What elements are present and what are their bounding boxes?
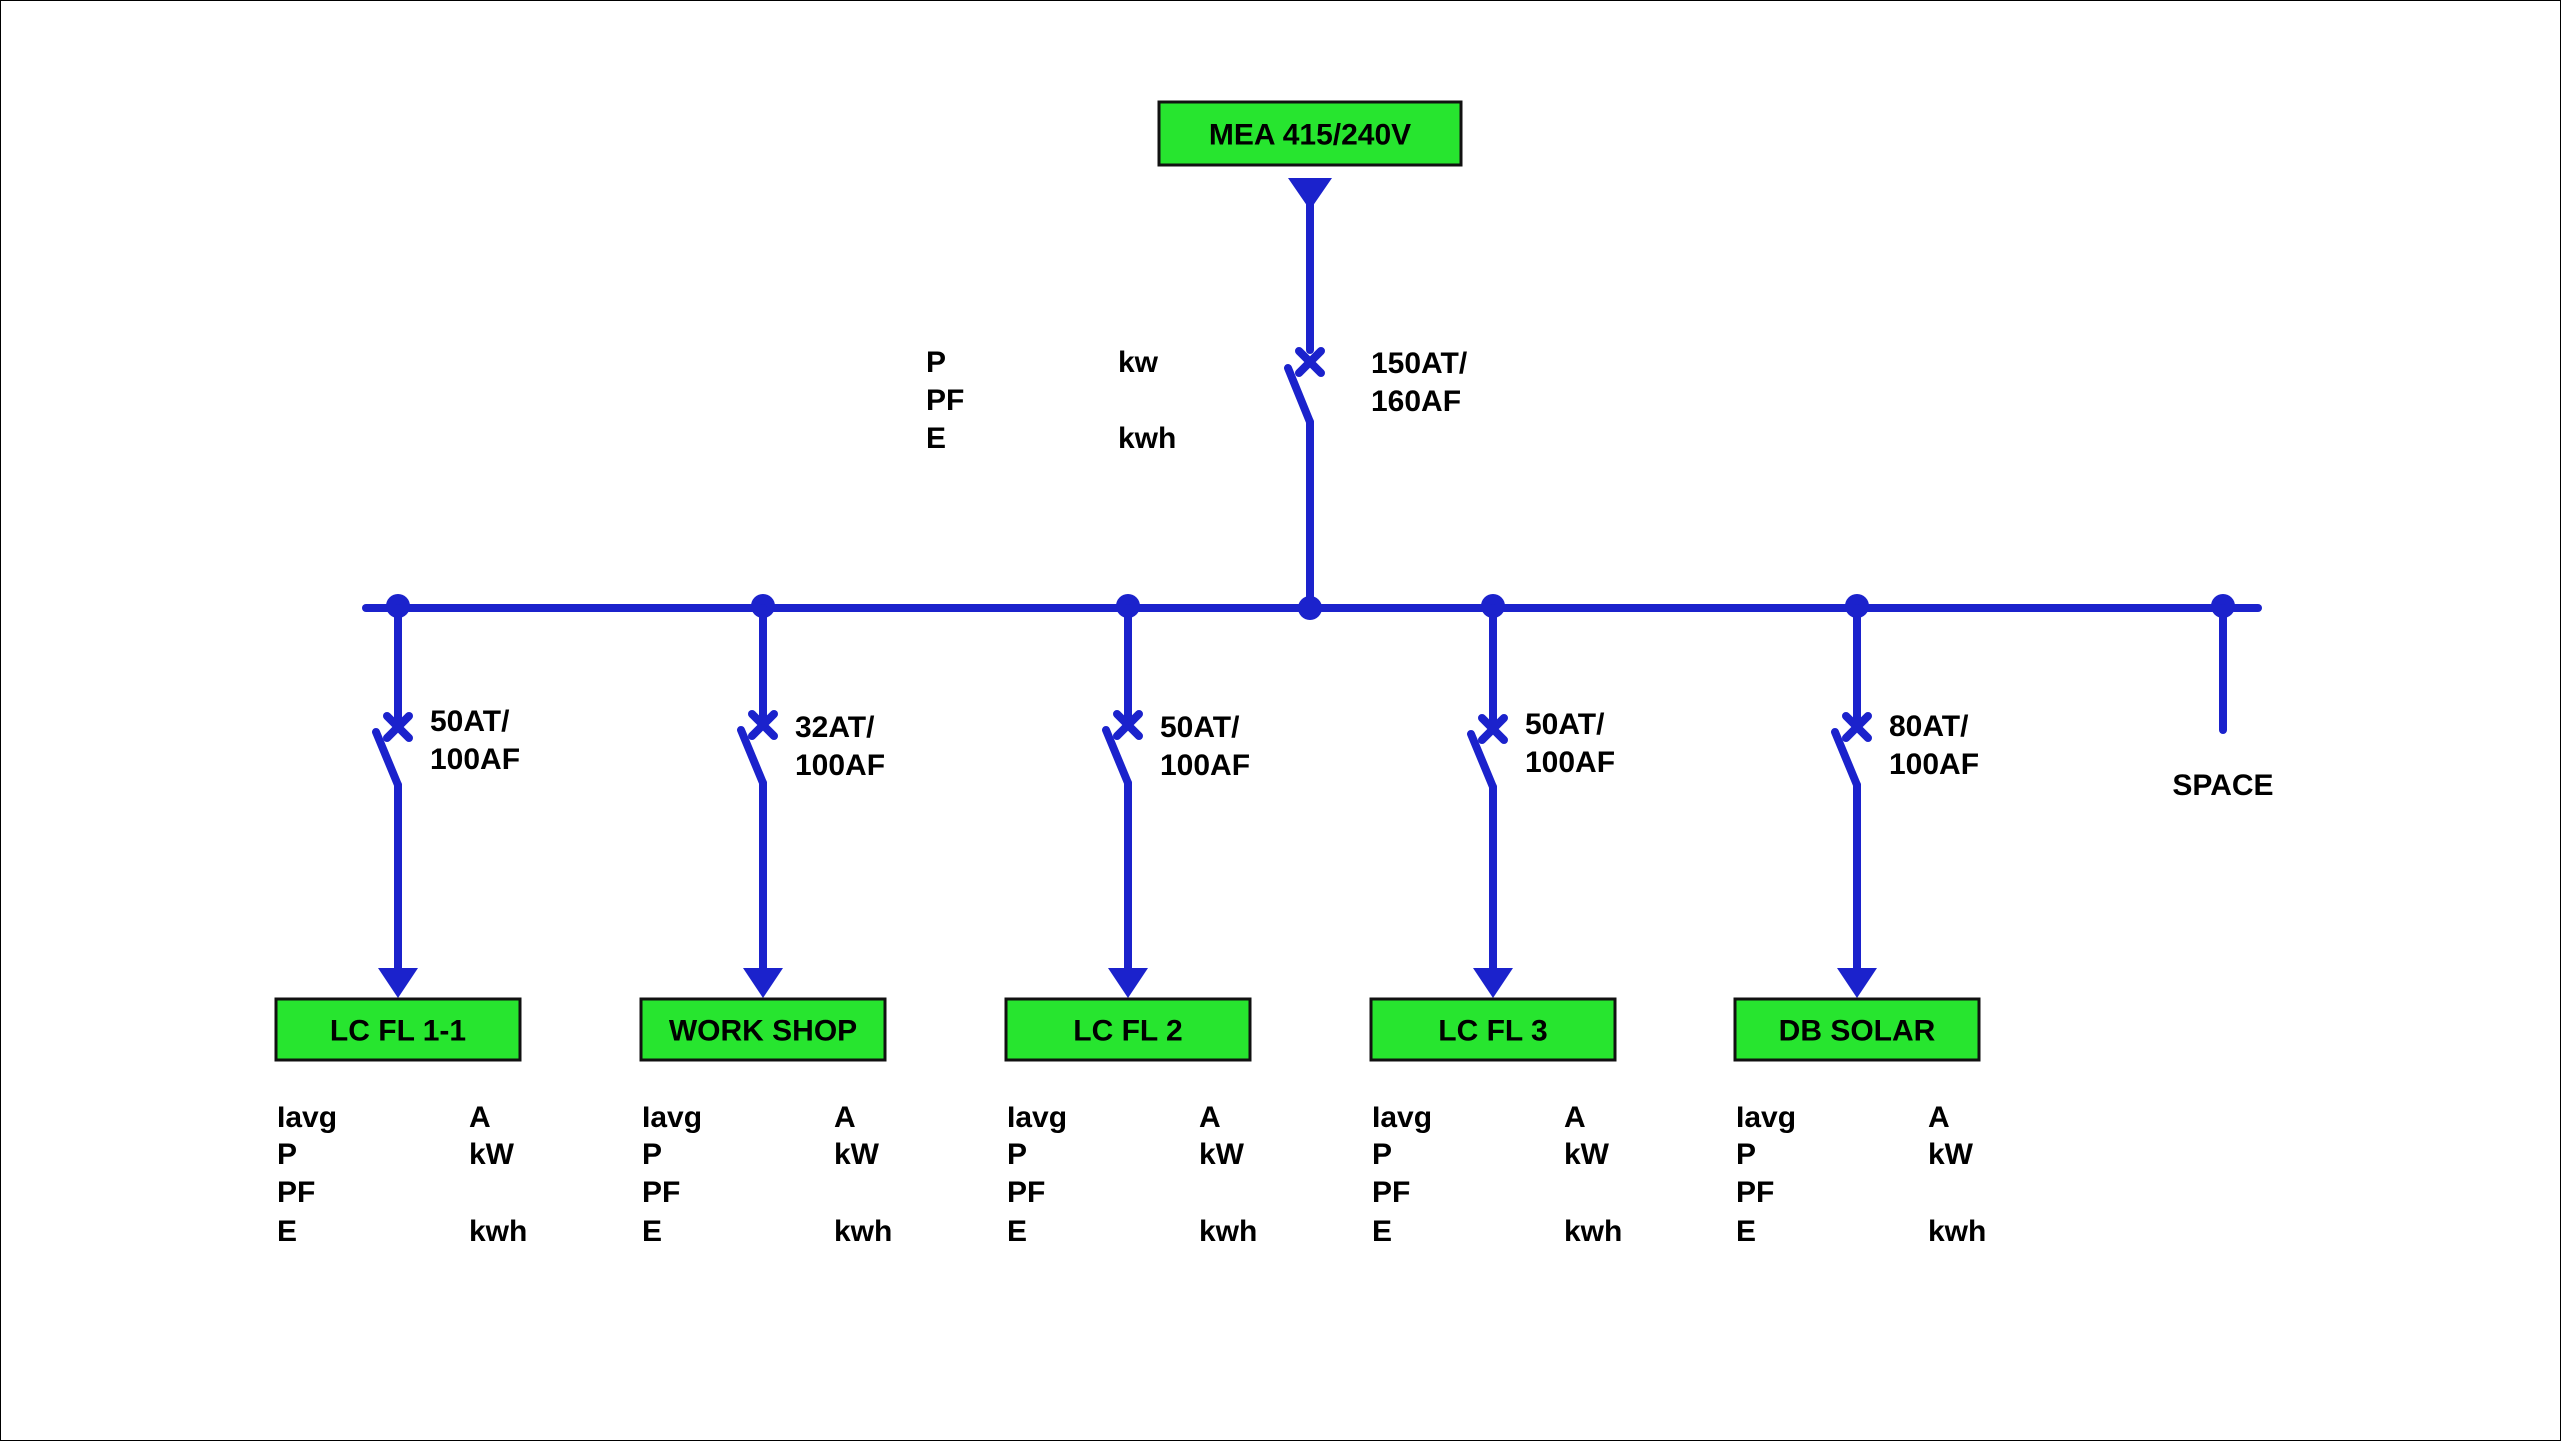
feeder-5-arrow-icon — [1837, 968, 1877, 998]
feeder-2-meter-unit: kW — [834, 1138, 880, 1171]
feeder-5-breaker-x-mark — [1842, 712, 1872, 742]
feeder-1-meter-label: PF — [277, 1176, 315, 1209]
source-meter-label: E — [926, 422, 946, 455]
source-meter-unit: kwh — [1118, 422, 1176, 455]
feeder-1-breaker-rating: 50AT/ — [430, 705, 510, 738]
feeder-4-arrow-icon — [1473, 968, 1513, 998]
source-meter-unit: kw — [1118, 346, 1159, 379]
feeder-5-meter-unit: A — [1928, 1101, 1950, 1134]
feeder-1-breaker-x-mark — [383, 712, 413, 742]
feeder-1-meter-label: P — [277, 1138, 297, 1171]
feeder-4-label: LC FL 3 — [1438, 1015, 1547, 1048]
feeder-4-meter-label: E — [1372, 1215, 1392, 1248]
feeder-5-meter-unit: kwh — [1928, 1215, 1986, 1248]
feeder-4-meter-unit: A — [1564, 1101, 1586, 1134]
source-arrow-icon — [1288, 178, 1332, 210]
feeder-4-meter-label: PF — [1372, 1176, 1410, 1209]
feeder-1-arrow-icon — [378, 968, 418, 998]
source-meter-label: PF — [926, 384, 964, 417]
feeder-5-meter-label: PF — [1736, 1176, 1774, 1209]
feeder-4-breaker-x-mark — [1478, 714, 1508, 744]
feeder-2-meter-label: Iavg — [642, 1101, 702, 1134]
feeder-5-meter-label: Iavg — [1736, 1101, 1796, 1134]
feeder-3-meter-unit: kwh — [1199, 1215, 1257, 1248]
feeder-3-label: LC FL 2 — [1073, 1015, 1182, 1048]
feeder-2-breaker-rating: 32AT/ — [795, 711, 875, 744]
feeder-3-meter-label: PF — [1007, 1176, 1045, 1209]
feeder-2-breaker-blade — [737, 726, 767, 787]
feeder-5-breaker-rating: 80AT/ — [1889, 710, 1969, 743]
feeder-2-meter-label: E — [642, 1215, 662, 1248]
feeder-2-label: WORK SHOP — [669, 1015, 857, 1048]
feeder-3-meter-label: E — [1007, 1215, 1027, 1248]
feeder-5-breaker-blade — [1831, 728, 1861, 789]
feeder-4-meter-label: P — [1372, 1138, 1392, 1171]
feeder-3-arrow-icon — [1108, 968, 1148, 998]
feeder-1-meter-unit: kwh — [469, 1215, 527, 1248]
feeder-2-meter-label: PF — [642, 1176, 680, 1209]
feeder-1-breaker-blade — [372, 728, 402, 789]
feeder-5-box[interactable] — [1733, 997, 1981, 1062]
feeder-1-meter-label: Iavg — [277, 1101, 337, 1134]
feeder-2-arrow-icon — [743, 968, 783, 998]
feeder-4-meter-unit: kW — [1564, 1138, 1610, 1171]
feeder-4-breaker-frame: 100AF — [1525, 746, 1615, 779]
feeder-3-meter-unit: kW — [1199, 1138, 1245, 1171]
feeder-4-box[interactable] — [1369, 997, 1617, 1062]
feeder-1-label: LC FL 1-1 — [330, 1015, 466, 1048]
spare-label: SPACE — [2172, 769, 2273, 802]
feeder-5-meter-unit: kW — [1928, 1138, 1974, 1171]
feeder-1-meter-unit: A — [469, 1101, 491, 1134]
feeder-3-meter-unit: A — [1199, 1101, 1221, 1134]
feeder-1-meter-unit: kW — [469, 1138, 515, 1171]
feeder-4-breaker-blade — [1467, 730, 1497, 791]
feeder-2-box[interactable] — [639, 997, 887, 1062]
source-breaker-frame: 160AF — [1371, 385, 1461, 418]
feeder-5-meter-label: E — [1736, 1215, 1756, 1248]
feeder-5-meter-label: P — [1736, 1138, 1756, 1171]
feeder-3-breaker-rating: 50AT/ — [1160, 711, 1240, 744]
feeder-3-breaker-x-mark — [1113, 710, 1143, 740]
feeder-3-breaker-frame: 100AF — [1160, 749, 1250, 782]
feeder-1-box[interactable] — [274, 997, 522, 1062]
feeder-4-meter-unit: kwh — [1564, 1215, 1622, 1248]
source-breaker-x-mark — [1295, 347, 1325, 377]
feeder-1-meter-label: E — [277, 1215, 297, 1248]
feeder-3-meter-label: P — [1007, 1138, 1027, 1171]
feeder-2-breaker-frame: 100AF — [795, 749, 885, 782]
source-label: MEA 415/240V — [1209, 119, 1411, 152]
feeder-3-box[interactable] — [1004, 997, 1252, 1062]
source-breaker-blade — [1284, 364, 1314, 426]
feeder-5-breaker-frame: 100AF — [1889, 748, 1979, 781]
busbar-junction — [1298, 596, 1322, 620]
feeder-2-meter-unit: kwh — [834, 1215, 892, 1248]
feeder-4-breaker-rating: 50AT/ — [1525, 708, 1605, 741]
feeder-4-meter-label: Iavg — [1372, 1101, 1432, 1134]
feeder-5-label: DB SOLAR — [1779, 1015, 1936, 1048]
source-box[interactable] — [1157, 100, 1463, 167]
feeder-1-breaker-frame: 100AF — [430, 743, 520, 776]
source-breaker-rating: 150AT/ — [1371, 347, 1468, 380]
feeder-3-meter-label: Iavg — [1007, 1101, 1067, 1134]
feeder-2-meter-unit: A — [834, 1101, 856, 1134]
source-meter-label: P — [926, 346, 946, 379]
feeder-2-meter-label: P — [642, 1138, 662, 1171]
feeder-3-breaker-blade — [1102, 726, 1132, 787]
feeder-2-breaker-x-mark — [748, 710, 778, 740]
